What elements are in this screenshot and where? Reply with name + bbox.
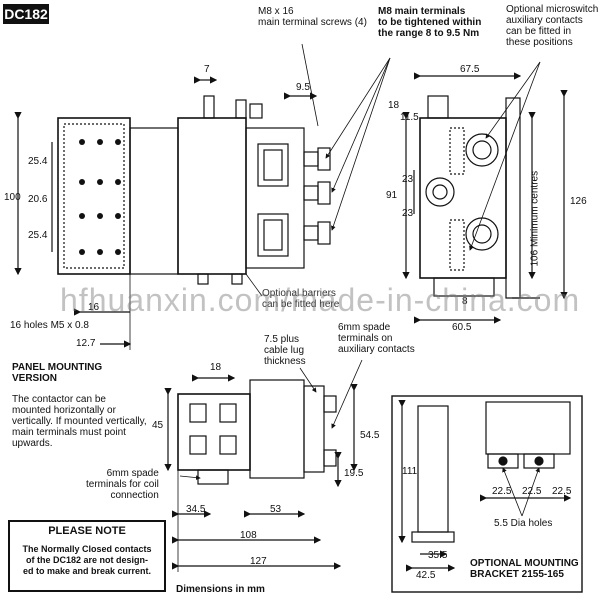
dim-111: 111 xyxy=(402,466,418,477)
dim-23-top: 23 xyxy=(402,174,414,185)
model-badge: DC182 xyxy=(3,4,49,24)
please-note-title: PLEASE NOTE xyxy=(48,525,126,537)
please-note-box: PLEASE NOTE The Normally Closed contacts… xyxy=(8,520,166,592)
microswitch-note: Optional microswitch auxiliary contacts … xyxy=(506,4,599,48)
dim-9-5: 9.5 xyxy=(296,82,310,93)
end-view-drawing xyxy=(402,61,568,324)
dim-54-5: 54.5 xyxy=(360,430,380,441)
holes-dia-note: 5.5 Dia holes xyxy=(494,518,553,529)
dim-108: 108 xyxy=(240,530,257,541)
spade-coil-note: 6mm spade terminals for coil connection xyxy=(86,468,159,501)
dim-12-7: 12.7 xyxy=(76,338,96,349)
cable-lug-note: 7.5 plus cable lug thickness xyxy=(264,334,306,367)
torque-note: M8 main terminals to be tightened within… xyxy=(378,6,482,39)
dim-60-5: 60.5 xyxy=(452,322,472,333)
dim-91: 91 xyxy=(386,190,398,201)
spade-aux-note: 6mm spade terminals on auxiliary contact… xyxy=(338,322,415,355)
please-note-body: The Normally Closed contacts of the DC18… xyxy=(22,544,152,576)
dim-25-4-top: 25.4 xyxy=(28,156,48,167)
dim-25-4-bottom: 25.4 xyxy=(28,230,48,241)
dim-22-5-a: 22.5 xyxy=(492,486,512,497)
dim-126: 126 xyxy=(570,196,587,207)
side-view-drawing xyxy=(14,43,391,350)
dim-34-5: 34.5 xyxy=(186,504,206,515)
holes-note: 16 holes M5 x 0.8 xyxy=(10,320,89,331)
dim-20-6: 20.6 xyxy=(28,194,48,205)
dim-42-5: 42.5 xyxy=(416,570,436,581)
dim-11-5: 11.5 xyxy=(400,112,419,123)
dim-67-5: 67.5 xyxy=(460,64,480,75)
screws-note: M8 x 16 main terminal screws (4) xyxy=(258,6,367,28)
dim-22-5-c: 22.5 xyxy=(552,486,572,497)
watermark: hfhuanxin.com/made-in-china.com xyxy=(60,282,581,318)
dim-35-5: 35.5 xyxy=(428,550,448,561)
dim-22-5-b: 22.5 xyxy=(522,486,542,497)
bracket-drawing xyxy=(391,395,583,593)
dim-45: 45 xyxy=(152,420,164,431)
bottom-view-drawing xyxy=(164,359,363,572)
dim-16: 16 xyxy=(88,302,100,313)
dim-18-bottom: 18 xyxy=(210,362,222,373)
centres-note: 106 Minimum centres xyxy=(529,170,541,267)
panel-mounting-body: The contactor can be mounted horizontall… xyxy=(12,394,147,449)
dim-127: 127 xyxy=(250,556,267,567)
dim-18-end: 18 xyxy=(388,100,400,111)
panel-mounting-title: PANEL MOUNTING VERSION xyxy=(12,362,103,384)
dim-53: 53 xyxy=(270,504,282,515)
dim-100: 100 xyxy=(4,192,21,203)
units-note: Dimensions in mm xyxy=(176,584,265,595)
dim-19-5: 19.5 xyxy=(344,468,364,479)
dim-8: 8 xyxy=(462,296,468,307)
barriers-note: Optional barriers can be fitted here xyxy=(262,288,340,310)
dim-7: 7 xyxy=(204,64,210,75)
dim-23-bottom: 23 xyxy=(402,208,414,219)
bracket-title: OPTIONAL MOUNTING BRACKET 2155-165 xyxy=(470,558,579,580)
